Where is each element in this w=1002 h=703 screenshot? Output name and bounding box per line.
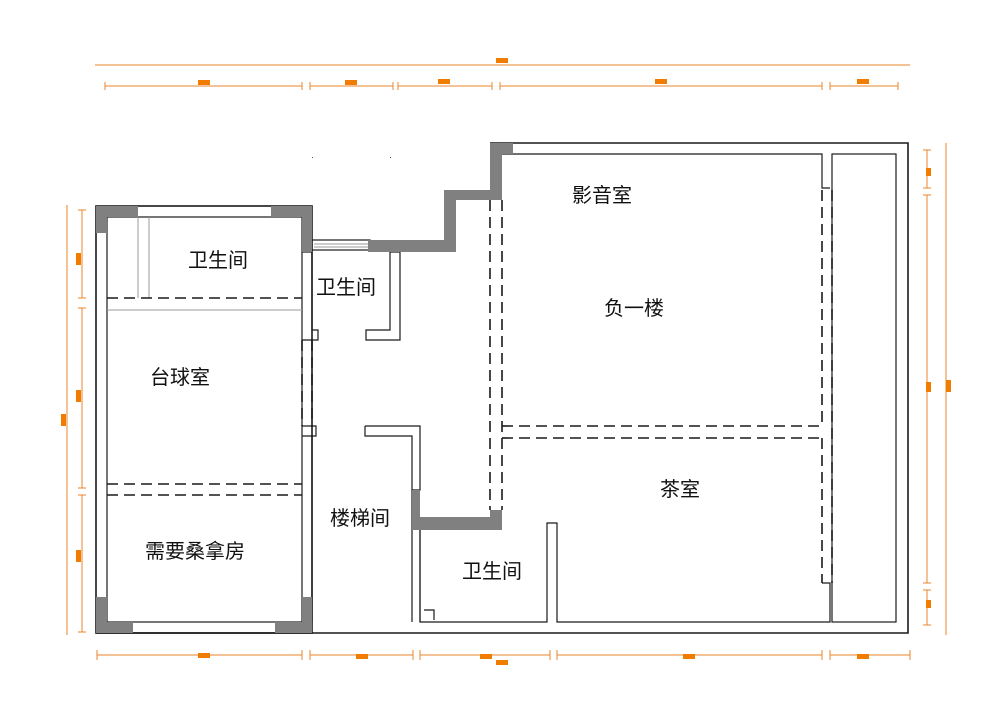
bathroom-bottom-label: 卫生间 bbox=[462, 559, 522, 583]
tea-room-label: 茶室 bbox=[660, 477, 700, 501]
sauna-room-label: 需要桑拿房 bbox=[145, 539, 245, 563]
room-labels: 卫生间 卫生间 台球室 需要桑拿房 楼梯间 卫生间 影音室 负一楼 茶室 bbox=[145, 183, 700, 583]
basement-floor-label: 负一楼 bbox=[604, 296, 664, 320]
dashed-partitions bbox=[107, 190, 833, 583]
bathroom-middle-label: 卫生间 bbox=[316, 275, 376, 299]
dimension-lines bbox=[61, 58, 951, 665]
structural-columns bbox=[96, 143, 513, 633]
walls bbox=[95, 142, 909, 634]
stairwell-label: 楼梯间 bbox=[330, 506, 390, 530]
av-room-label: 影音室 bbox=[572, 183, 632, 207]
billiard-room-label: 台球室 bbox=[150, 365, 210, 389]
bathroom-left-label: 卫生间 bbox=[188, 248, 248, 272]
